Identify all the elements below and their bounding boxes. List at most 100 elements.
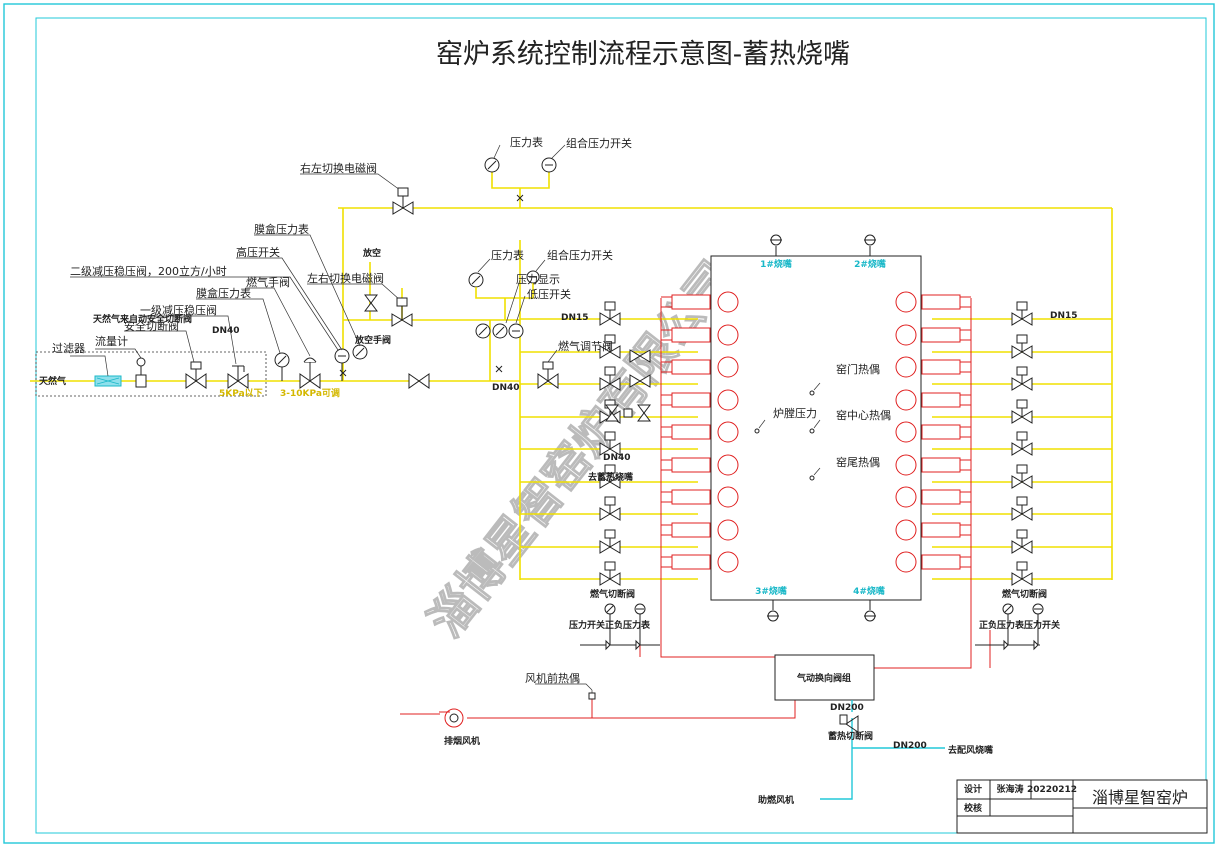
- kiln-tail-thermocouple-label: 窑尾热偶: [836, 455, 880, 469]
- left-burner-5: [661, 421, 739, 443]
- top-pressure-gauge-icon: [484, 157, 500, 173]
- right-burner-2: [895, 324, 971, 346]
- combustion-air-piping: [820, 700, 945, 800]
- left-burner-9: [661, 551, 739, 573]
- exhaust-fan-icon: [439, 708, 464, 728]
- burner-top-right-icon: [864, 234, 876, 256]
- right-gas-branch-6: [932, 464, 1112, 489]
- membrane-gauge-2-icon: [352, 344, 368, 360]
- gas-cut-left-label: 燃气切断阀: [590, 588, 635, 600]
- burner-bottom-left-icon: [767, 600, 779, 622]
- right-gas-branch-4: [932, 399, 1112, 424]
- to-burner-label: 去配风烧嘴: [948, 744, 993, 756]
- left-burner-1: [661, 291, 739, 313]
- pressure-display-label: 压力显示: [516, 273, 560, 286]
- title-block: [956, 779, 1208, 834]
- right-gas-branch-5: [932, 431, 1112, 456]
- right-burner-8: [895, 519, 971, 541]
- kiln-body: [710, 255, 922, 601]
- gas-piping: [30, 172, 1113, 580]
- pneumatic-reversing-valve-group: [774, 654, 875, 701]
- safety-cut-valve-icon: [185, 361, 207, 389]
- left-gas-branch-6: [520, 464, 698, 489]
- first-reducer-icon: [227, 365, 249, 389]
- burner-bottom-right-icon: [864, 600, 876, 622]
- right-burner-3: [895, 356, 971, 378]
- design-date: 20220212: [1027, 785, 1077, 795]
- burner-3-label: 3#烧嘴: [755, 585, 787, 597]
- right-gas-branch-2: [932, 334, 1112, 359]
- left-burner-4: [661, 389, 739, 411]
- right-gas-branch-3: [932, 366, 1112, 391]
- burner-2-label: 2#烧嘴: [854, 258, 886, 270]
- gas-skid-box: [35, 351, 267, 397]
- right-gas-branch-1: [932, 301, 1112, 326]
- second-reducer-label: 二级减压稳压阀，200立方/小时: [70, 264, 227, 278]
- right-gas-branch-7: [932, 496, 1112, 521]
- mid-pressure-gauge-label: 压力表: [491, 248, 524, 262]
- high-pressure-switch-label: 高压开关: [236, 245, 280, 259]
- gas-cut-right-label: 燃气切断阀: [1002, 588, 1047, 600]
- left-burner-3: [661, 356, 739, 378]
- burner-1-label: 1#烧嘴: [760, 258, 792, 270]
- left-burner-column: [661, 291, 739, 573]
- auto-cut-valve-label: 天然气来自动安全切断阀: [93, 313, 192, 325]
- left-burner-7: [661, 486, 739, 508]
- dn15-left-label: DN15: [561, 313, 589, 323]
- left-right-solenoid-valve-icon: [391, 297, 413, 327]
- dn40-c-label: DN40: [603, 453, 631, 463]
- right-gas-branch-9: [932, 561, 1112, 586]
- left-pressure-instruments: [580, 603, 660, 651]
- inner-border: [35, 17, 1207, 834]
- top-combo-switch-label: 组合压力开关: [566, 136, 632, 150]
- label-leader-lines: [70, 173, 401, 377]
- designer-name: 张海涛: [996, 783, 1023, 795]
- high-pressure-switch-icon: [334, 348, 350, 381]
- right-left-valve-label: 右左切换电磁阀: [300, 161, 377, 175]
- second-reducer-icon: [299, 357, 321, 389]
- gas-regulator-icon: [537, 361, 559, 389]
- right-burner-4: [895, 389, 971, 411]
- regen-cut-valve-label: 蓄热切断阀: [828, 730, 873, 742]
- vent-label: 放空: [362, 247, 381, 259]
- burner-top-left-icon: [770, 234, 782, 256]
- membrane-gauge-label: 膜盒压力表: [254, 222, 309, 236]
- left-right-valve-label: 左右切换电磁阀: [307, 271, 384, 285]
- natural-gas-label: 天然气: [39, 375, 66, 387]
- manual-valve-label: 燃气手阀: [246, 275, 290, 289]
- left-gas-branch-9: [520, 561, 698, 586]
- company-name: 淄博星智窑炉: [1092, 788, 1188, 807]
- dn15-right-label: DN15: [1050, 311, 1078, 321]
- kiln-center-thermocouple-label: 窑中心热偶: [836, 408, 891, 422]
- right-burner-7: [895, 486, 971, 508]
- burner-4-label: 4#烧嘴: [853, 585, 885, 597]
- design-label: 设计: [964, 783, 982, 795]
- dn40-a-label: DN40: [212, 326, 240, 336]
- diagram-title: 窑炉系统控制流程示意图-蓄热烧嘴: [436, 39, 850, 70]
- pressure-switch-left-label: 压力开关正负压力表: [569, 619, 651, 631]
- dn40-b-label: DN40: [492, 383, 520, 393]
- mid-combo-switch-label: 组合压力开关: [547, 248, 613, 262]
- pressure-2-label: 3-10KPa可调: [280, 387, 340, 399]
- exhaust-fan-label: 排烟风机: [444, 735, 480, 747]
- dn200-b-label: DN200: [893, 741, 927, 751]
- left-gas-branch-8: [520, 529, 698, 554]
- air-piping: [400, 298, 991, 719]
- low-pressure-switch-label: 低压开关: [527, 287, 571, 301]
- pneumatic-group-label: 气动换向阀组: [796, 672, 851, 684]
- right-burner-6: [895, 454, 971, 476]
- pressure-switch-right-label: 正负压力表压力开关: [979, 619, 1060, 631]
- gas-regulator-label: 燃气调节阀: [558, 339, 613, 353]
- bypass-valve-cluster: [605, 349, 651, 422]
- furnace-pressure-label: 炉膛压力: [773, 406, 817, 420]
- check-label: 校核: [964, 802, 982, 814]
- filter-label: 过滤器: [52, 342, 85, 355]
- left-gas-branch-7: [520, 496, 698, 521]
- mid-instrument-cluster: [339, 270, 540, 377]
- right-gas-branches: [932, 301, 1112, 586]
- membrane-gauge-2-label: 膜盒压力表: [196, 286, 251, 300]
- left-burner-6: [661, 454, 739, 476]
- top-pressure-gauge-label: 压力表: [510, 135, 543, 149]
- flow-meter-label: 流量计: [95, 334, 128, 348]
